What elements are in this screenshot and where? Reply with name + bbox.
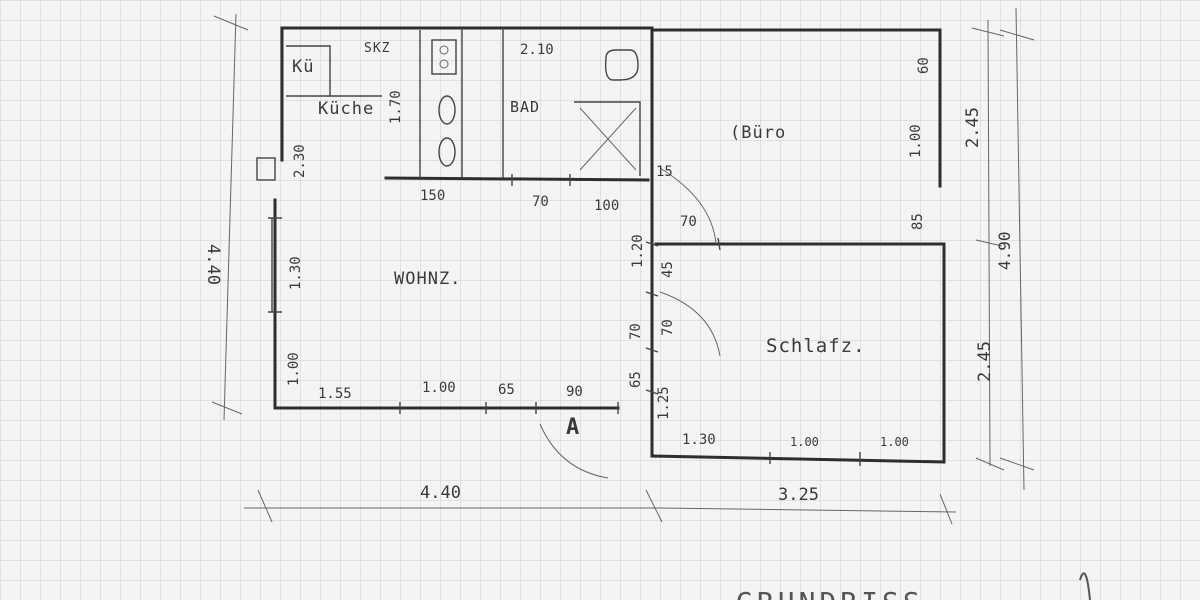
room-label-closet: SKZ xyxy=(364,41,390,56)
dim-mid-70b: 70 xyxy=(628,323,644,340)
caption-underline-stroke xyxy=(1079,572,1091,600)
room-label-bedroom: Schlafz. xyxy=(766,335,866,357)
dim-overall-height-left: 4.40 xyxy=(203,244,223,285)
dim-mid-45: 45 xyxy=(660,261,676,278)
dim-bottom-90: 90 xyxy=(566,384,583,400)
room-label-kitchen-mark: Kü xyxy=(292,57,314,77)
dim-office-60: 60 xyxy=(916,57,932,74)
dim-mid-120: 1.20 xyxy=(630,234,646,268)
dim-top-210: 2.10 xyxy=(520,42,554,58)
window-marks xyxy=(256,157,282,313)
dim-mid-125: 1.25 xyxy=(656,386,672,420)
dim-kitchen-230: 2.30 xyxy=(292,144,308,178)
caption: GRUNDRISS xyxy=(736,586,924,600)
dim-bed-130: 1.30 xyxy=(682,432,716,448)
dim-inner-100a: 100 xyxy=(594,198,619,214)
walls xyxy=(273,26,946,464)
dim-bottom-155: 1.55 xyxy=(318,386,352,402)
room-label-office: (Büro xyxy=(730,123,786,143)
dim-kitchen-170: 1.70 xyxy=(388,90,404,124)
dim-bottom-65a: 65 xyxy=(498,382,515,398)
dim-bed-100b: 1.00 xyxy=(880,435,909,449)
dim-window-left-130: 1.30 xyxy=(288,256,304,290)
room-label-kitchen: Küche xyxy=(318,99,374,119)
dim-right-height-top: 2.45 xyxy=(963,107,983,148)
door-swings xyxy=(539,167,721,479)
dim-office-85: 85 xyxy=(910,213,926,230)
dim-overall-width-left: 4.40 xyxy=(420,483,461,503)
dim-bottom-65b: 65 xyxy=(628,371,644,388)
dim-bottom-100: 1.00 xyxy=(422,380,456,396)
room-label-bath: BAD xyxy=(510,98,540,116)
dim-right-height-total: 4.90 xyxy=(995,231,1014,270)
dim-inner-150: 150 xyxy=(420,188,445,204)
dim-office-100: 1.00 xyxy=(908,124,924,158)
dim-mid-70c: 70 xyxy=(660,319,676,336)
dim-overall-width-right: 3.25 xyxy=(778,485,819,505)
bath-fixtures xyxy=(431,39,639,167)
dim-inner-70a: 70 xyxy=(532,194,549,210)
dim-door-15: 15 xyxy=(656,164,673,180)
dim-bed-100a: 1.00 xyxy=(790,435,819,449)
room-label-living: WOHNZ. xyxy=(394,269,461,289)
entrance-mark: A xyxy=(566,415,579,440)
dimension-lines xyxy=(211,7,1035,525)
dim-right-height-bottom: 2.45 xyxy=(975,341,995,382)
dim-door-70a: 70 xyxy=(680,214,697,230)
dim-left-100: 1.00 xyxy=(286,352,302,386)
